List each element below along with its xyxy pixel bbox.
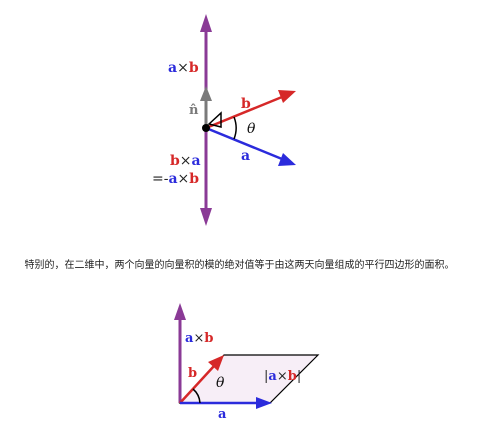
cross-down-arrowhead (200, 208, 212, 226)
bottom-vector-b-line (179, 365, 215, 404)
vector-b-label: b (241, 96, 251, 112)
bottom-vector-a-arrowhead (256, 397, 272, 409)
area-a: a (268, 369, 277, 384)
vector-b-line (205, 95, 283, 130)
axb-label: a×b (168, 60, 199, 76)
theta-label: θ (247, 121, 256, 137)
neg-axb-eq: =- (152, 171, 169, 187)
bottom-theta-arc (192, 388, 201, 404)
area-times: × (277, 369, 288, 384)
axb-label-b: b (189, 60, 199, 76)
top-diagram: a×b n̂ b a θ b×a =-a×b (152, 14, 296, 226)
axb-label-times: × (177, 60, 189, 76)
vector-a-line (205, 126, 283, 161)
bxa-label: b×a (170, 153, 201, 169)
normal-vector-arrowhead (200, 86, 212, 101)
neg-axb-label: =-a×b (152, 171, 199, 187)
bottom-theta-label: θ (216, 375, 225, 391)
neg-axb-times: × (178, 171, 190, 187)
vector-b-arrowhead (278, 90, 296, 103)
area-open-bar: | (264, 369, 268, 384)
origin-dot (202, 124, 210, 132)
bxa-label-b: b (170, 153, 180, 169)
neg-axb-a: a (168, 171, 177, 187)
area-label: |a×b| (264, 369, 301, 384)
vector-a-arrowhead (278, 153, 296, 166)
caption-text: 特别的，在二维中，两个向量的向量积的模的绝对值等于由这两天向量组成的平行四边形的… (24, 260, 455, 271)
bottom-cross-arrowhead (174, 303, 186, 320)
bottom-diagram: a×b b θ |a×b| a (174, 303, 320, 422)
area-close-bar: | (297, 369, 301, 384)
bottom-axb-a: a (185, 331, 194, 346)
right-angle-marker (207, 111, 222, 128)
neg-axb-b: b (189, 171, 199, 187)
vector-a-label: a (241, 148, 250, 164)
area-b: b (288, 369, 297, 384)
bottom-axb-times: × (193, 331, 204, 346)
bottom-axb-label: a×b (185, 331, 213, 346)
bottom-vector-a-label: a (218, 407, 227, 422)
axb-label-a: a (168, 60, 177, 76)
cross-up-arrowhead (200, 14, 212, 32)
normal-label: n̂ (189, 103, 199, 118)
bottom-vector-b-label: b (188, 366, 197, 381)
bottom-vector-b-arrowhead (208, 355, 224, 371)
theta-arc (233, 116, 237, 140)
bxa-label-a: a (192, 153, 201, 169)
bxa-label-times: × (180, 153, 192, 169)
bottom-axb-b: b (204, 331, 213, 346)
